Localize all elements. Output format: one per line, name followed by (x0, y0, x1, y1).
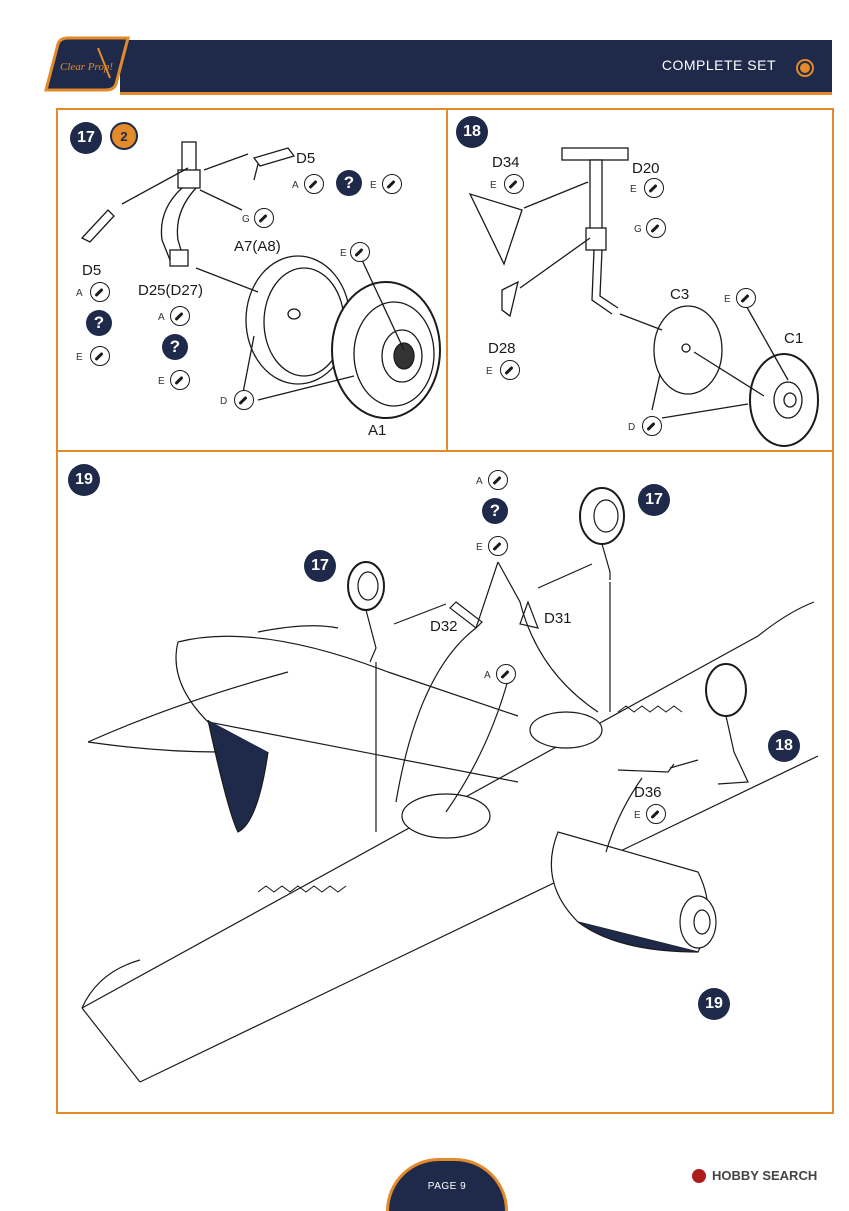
label-c1: C1 (784, 330, 804, 347)
small-e: E (476, 542, 483, 553)
callout-step-19: 19 (698, 988, 730, 1020)
glue-icon (646, 804, 666, 824)
step-number: 19 (68, 464, 100, 496)
small-a: A (158, 312, 165, 323)
header-title: COMPLETE SET (661, 57, 776, 73)
glue-icon (504, 174, 524, 194)
glue-icon (234, 390, 254, 410)
glue-icon (500, 360, 520, 380)
glue-icon (736, 288, 756, 308)
watermark-icon (692, 1169, 706, 1183)
question-icon: ? (162, 334, 188, 360)
svg-text:Clear Prop!: Clear Prop! (60, 61, 113, 73)
small-e: E (158, 376, 165, 387)
callout-step-18: 18 (768, 730, 800, 762)
glue-icon (254, 208, 274, 228)
question-icon: ? (482, 498, 508, 524)
small-e: E (490, 180, 497, 191)
small-a: A (476, 476, 483, 487)
label-d31: D31 (544, 610, 572, 627)
small-e: E (76, 352, 83, 363)
step-18-drawing (468, 147, 819, 447)
label-a1: A1 (368, 422, 387, 439)
callout-step-17: 17 (304, 550, 336, 582)
step-17-drawing (80, 141, 441, 419)
small-d: D (628, 422, 636, 433)
label-d20: D20 (632, 160, 660, 177)
small-a: A (292, 180, 299, 191)
small-e: E (634, 810, 641, 821)
glue-icon (644, 178, 664, 198)
header-bar: COMPLETE SET (120, 40, 832, 95)
label-d28: D28 (488, 340, 516, 357)
glue-icon (90, 282, 110, 302)
page-number: PAGE 9 (427, 1181, 467, 1192)
brand-logo: Clear Prop! (44, 36, 130, 92)
panel-step-19: 19 (56, 450, 834, 1114)
small-e: E (340, 248, 347, 259)
question-icon: ? (86, 310, 112, 336)
callout-step-17: 17 (638, 484, 670, 516)
watermark: HOBBY SEARCH (712, 1168, 818, 1183)
small-e: E (370, 180, 377, 191)
glue-icon (496, 664, 516, 684)
glue-icon (642, 416, 662, 436)
small-g: G (634, 224, 642, 235)
small-g: G (242, 214, 250, 225)
label-a7: A7(A8) (234, 238, 281, 255)
small-a: A (484, 670, 491, 681)
label-d25: D25(D27) (138, 282, 204, 299)
panel-step-17: 17 2 (56, 108, 448, 452)
label-d5-left: D5 (82, 262, 102, 279)
header-dot-icon (798, 61, 812, 75)
glue-icon (646, 218, 666, 238)
glue-icon (90, 346, 110, 366)
panel-step-18: 18 D34 E D20 E G C3 E C (446, 108, 834, 452)
small-d: D (220, 396, 228, 407)
small-a: A (76, 288, 83, 299)
small-e: E (724, 294, 731, 305)
question-icon: ? (336, 170, 362, 196)
label-d34: D34 (492, 154, 520, 171)
small-e: E (630, 184, 637, 195)
glue-icon (488, 470, 508, 490)
glue-icon (170, 306, 190, 326)
page-number-tab: PAGE 9 (386, 1158, 508, 1211)
glue-icon (382, 174, 402, 194)
glue-icon (304, 174, 324, 194)
step-number: 17 (70, 122, 102, 154)
label-c3: C3 (670, 286, 690, 303)
glue-icon (350, 242, 370, 262)
glue-icon (170, 370, 190, 390)
label-d32: D32 (430, 618, 458, 635)
label-d5-top: D5 (296, 150, 316, 167)
reference-badge: 2 (110, 122, 138, 150)
glue-icon (488, 536, 508, 556)
label-d36: D36 (634, 784, 662, 801)
step-number: 18 (456, 116, 488, 148)
small-e: E (486, 366, 493, 377)
step-19-drawing (81, 487, 819, 1083)
